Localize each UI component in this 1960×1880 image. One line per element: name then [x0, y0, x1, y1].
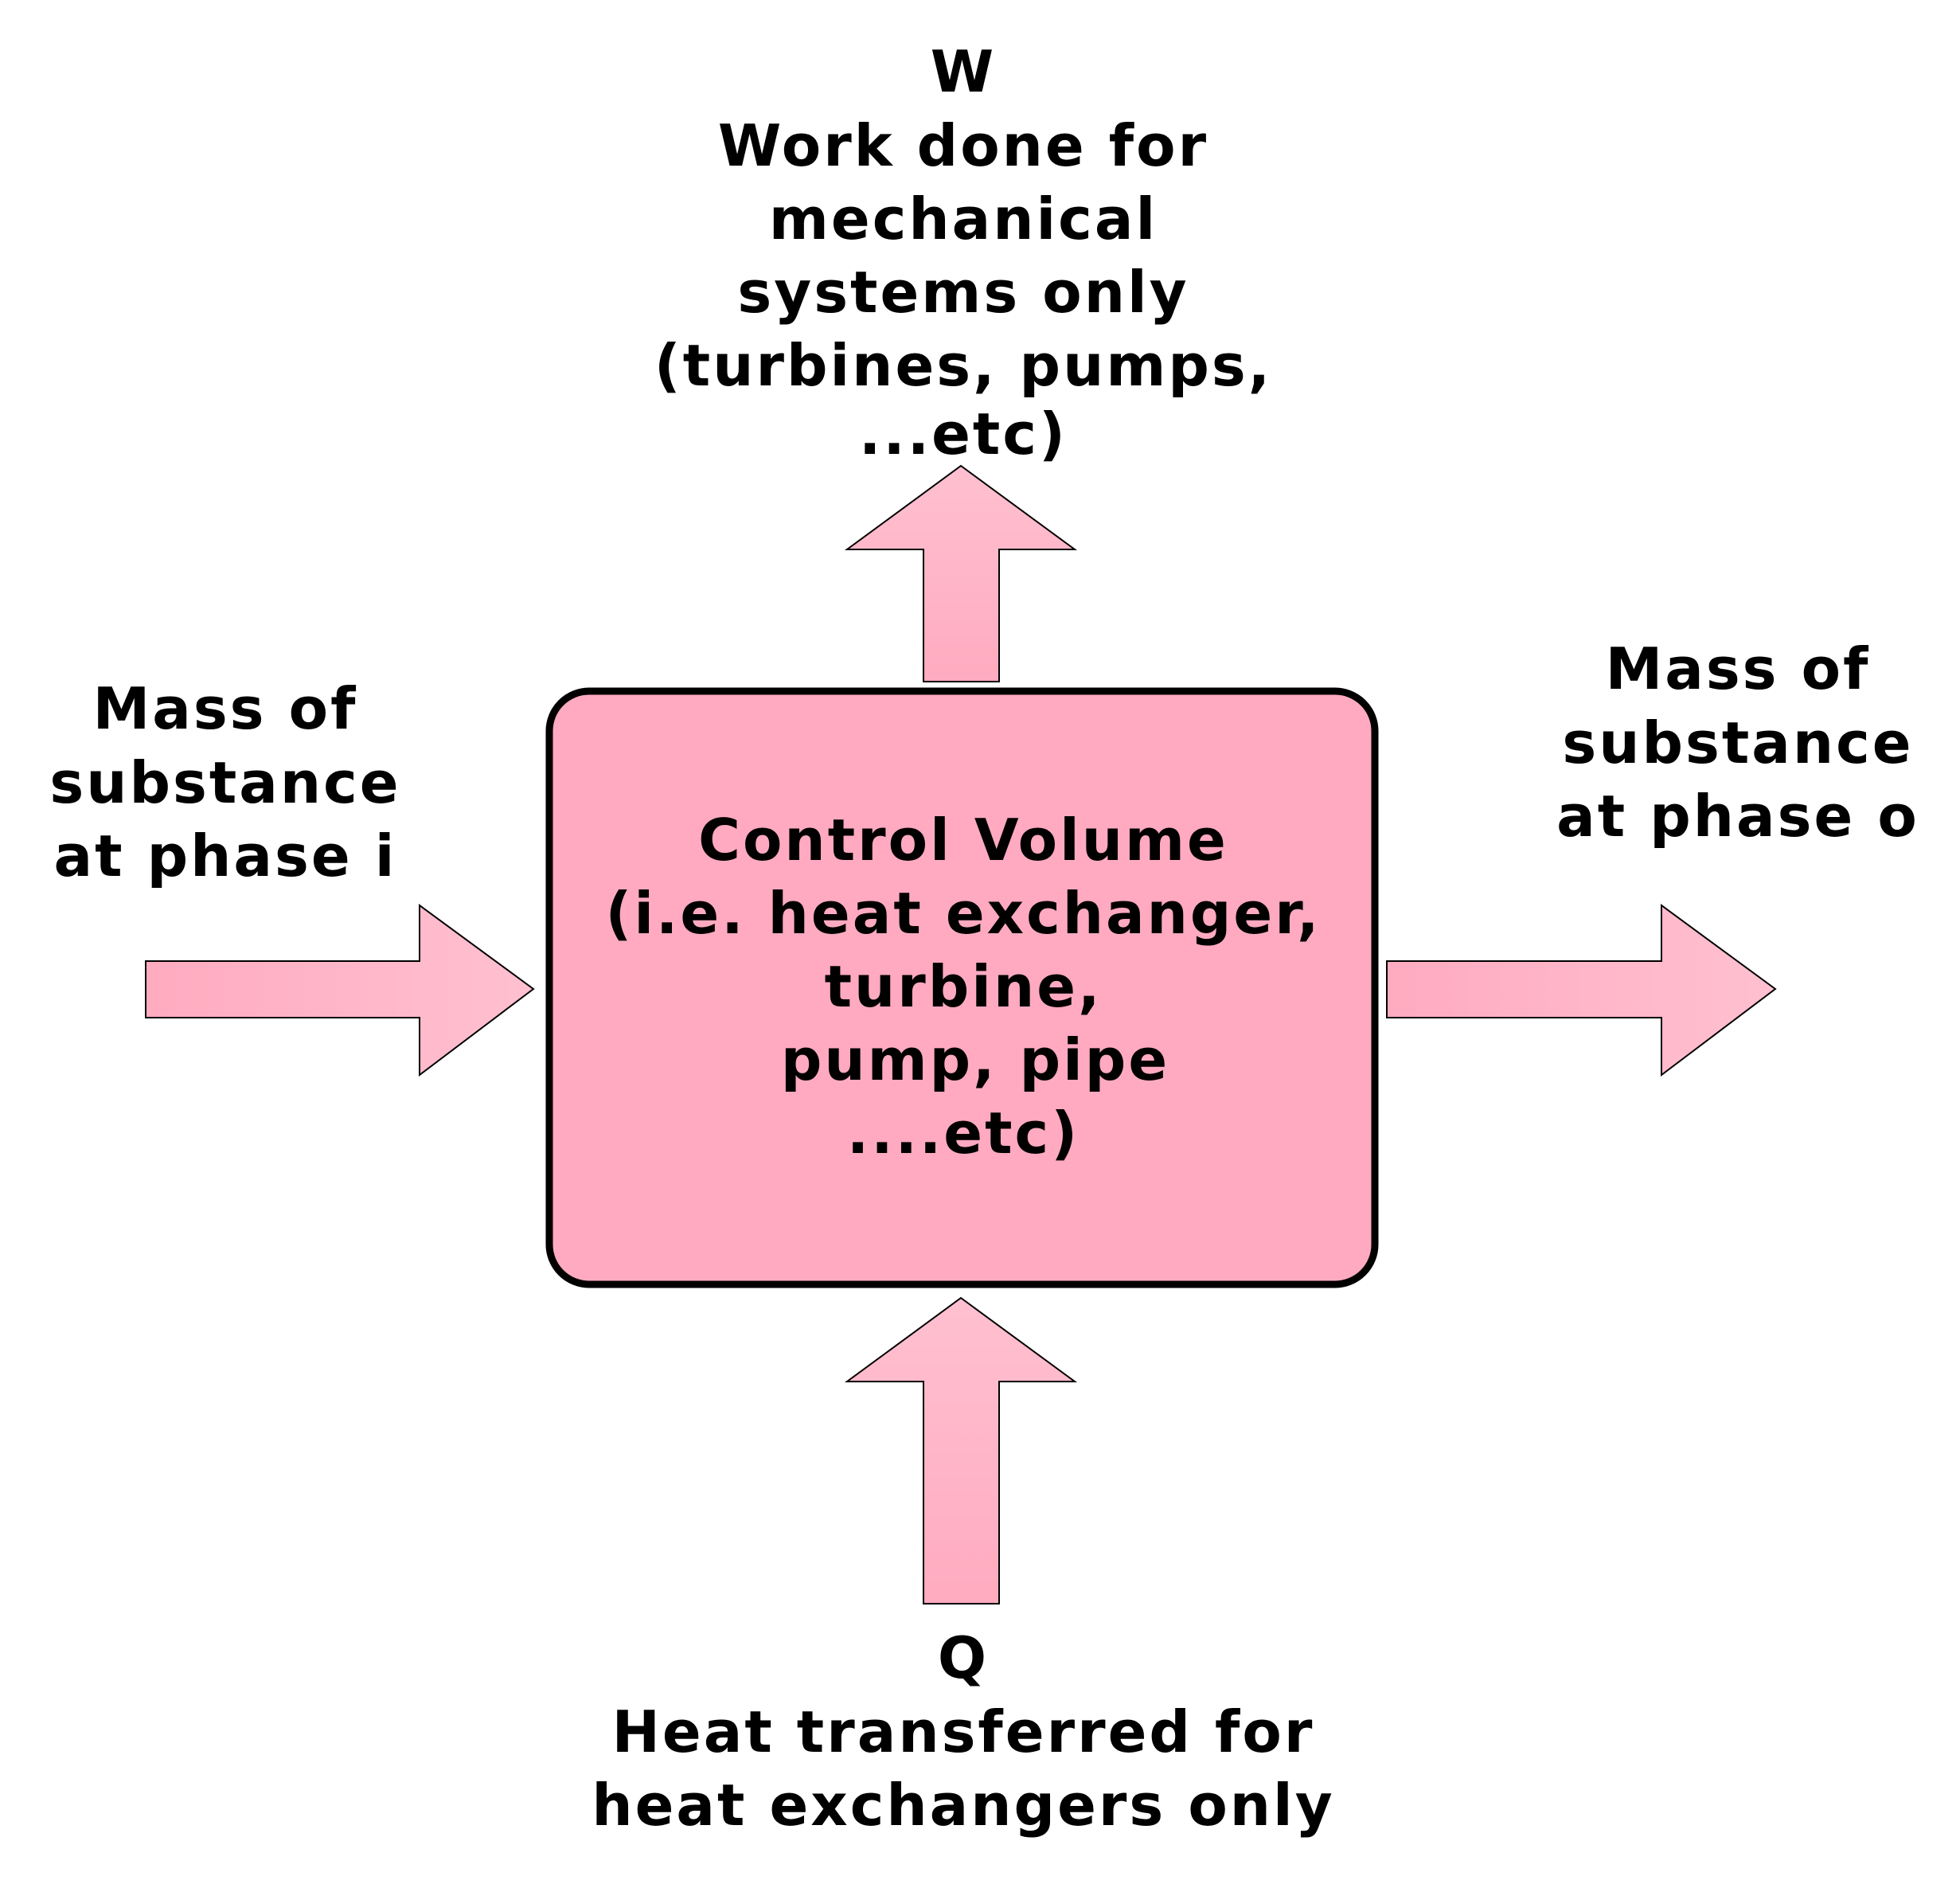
- mass-in-label-line: at phase i: [54, 823, 397, 889]
- control-volume-label-line: pump, pipe: [781, 1026, 1169, 1093]
- mass-in-label-line: Mass of: [93, 675, 358, 742]
- mass-out-label-line: Mass of: [1606, 635, 1871, 702]
- mass-input-arrow: [145, 904, 535, 1077]
- work-label-line: systems only: [737, 259, 1189, 326]
- heat-label-line: heat exchangers only: [592, 1772, 1334, 1839]
- work-label-line: Work done for: [718, 112, 1208, 179]
- work-output-arrow: [844, 464, 1078, 682]
- heat-label-line: Heat transferred for: [612, 1698, 1315, 1765]
- heat-symbol: Q: [938, 1624, 989, 1691]
- control-volume-label-line: (i.e. heat exchanger,: [605, 880, 1321, 947]
- mass-out-label-line: substance: [1562, 709, 1913, 776]
- work-symbol: W: [931, 38, 996, 105]
- mass-output-arrow: [1386, 904, 1777, 1077]
- control-volume-label-line: Control Volume: [698, 807, 1228, 874]
- mass-in-label-line: substance: [49, 749, 400, 816]
- control-volume-box: [545, 687, 1379, 1288]
- work-label-line: ...etc): [859, 401, 1068, 467]
- heat-input-arrow: [844, 1296, 1078, 1604]
- mass-out-label-line: at phase o: [1556, 783, 1919, 850]
- work-label-line: (turbines, pumps,: [654, 332, 1272, 399]
- control-volume-label-line: ....etc): [847, 1100, 1080, 1167]
- work-label-line: mechanical: [769, 186, 1158, 252]
- control-volume-label-line: turbine,: [825, 953, 1103, 1020]
